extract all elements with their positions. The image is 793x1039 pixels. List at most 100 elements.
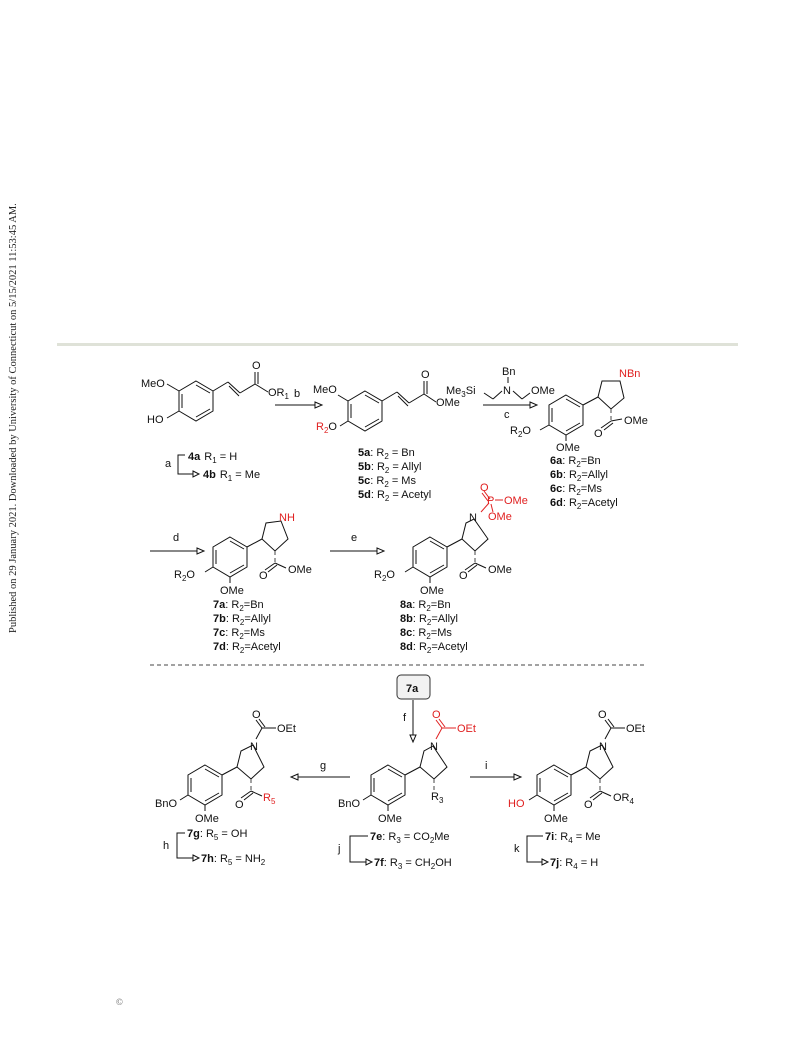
compound-4-structure: MeO HO O OR1	[141, 360, 290, 426]
nbn-label: NBn	[619, 368, 640, 380]
ester-o-label: O	[584, 799, 593, 811]
n-label: N	[503, 385, 511, 397]
carbamate-o-label: O	[598, 709, 607, 721]
r2o-label: R2O	[374, 569, 395, 583]
ester-o-label: O	[459, 570, 468, 582]
arrow-d-label: d	[173, 532, 179, 544]
arrow-k: k	[514, 835, 550, 866]
compound-6-structure: NBn R2O OMe O OMe	[510, 368, 648, 454]
bno-label: BnO	[155, 798, 177, 810]
p-ome1-label: OMe	[504, 495, 528, 507]
arrow-c-label: c	[504, 409, 510, 421]
header-rule	[57, 343, 738, 346]
arrow-i-label: i	[485, 760, 487, 772]
carbamate-oet-label: OEt	[277, 723, 296, 735]
r5-label: R5	[263, 792, 276, 806]
label-6a: 6a: R2=Bn	[550, 455, 601, 469]
label-8c: 8c: R2=Ms	[400, 627, 452, 641]
label-5c: 5c: R2 = Ms	[358, 475, 416, 489]
ester-o-label: O	[235, 799, 244, 811]
arrow-c: c	[483, 401, 539, 421]
arrow-g: g	[289, 760, 350, 781]
arrow-f: f	[403, 700, 417, 744]
label-6b: 6b: R2=Allyl	[550, 469, 608, 483]
arrow-e-label: e	[351, 532, 357, 544]
ome-label: OMe	[531, 385, 555, 397]
meo-label: MeO	[313, 384, 337, 396]
p-ome2-label: OMe	[488, 511, 512, 523]
arrow-f-label: f	[403, 712, 407, 724]
label-8d: 8d: R2=Acetyl	[400, 641, 468, 655]
carbamate-oet-label: OEt	[626, 723, 645, 735]
r2o-label: R2O	[174, 569, 195, 583]
n-label: N	[430, 741, 438, 753]
label-7a: 7a: R2=Bn	[213, 599, 264, 613]
compound-7-structure: NH R2O OMe O OMe	[174, 512, 312, 597]
n-label: N	[250, 741, 258, 753]
label-7g: 7g: R5 = OH	[187, 828, 247, 842]
label-8a: 8a: R2=Bn	[400, 599, 451, 613]
reagent-c: Bn N Me3Si OMe	[446, 366, 555, 400]
copyright-mark: ©	[116, 997, 123, 1007]
label-5d: 5d: R2 = Acetyl	[358, 489, 431, 503]
ester-ome-label: OMe	[488, 564, 512, 576]
nh-label: NH	[279, 512, 295, 524]
label-8b: 8b: R2=Allyl	[400, 613, 458, 627]
arrow-h: h	[163, 832, 201, 862]
arrow-i: i	[470, 760, 523, 781]
arrow-b-label: b	[294, 388, 300, 400]
arrow-a: a	[165, 454, 201, 478]
r2o-label: R2O	[316, 421, 337, 435]
p-label: P	[487, 495, 494, 507]
meo-label: MeO	[141, 378, 165, 390]
start-box-label: 7a	[406, 683, 419, 695]
ome-label: OMe	[436, 397, 460, 409]
compound-7i-structure: O OEt N HO OMe O OR4	[508, 709, 645, 825]
label-7f: 7f: R3 = CH2OH	[374, 857, 452, 871]
label-5a: 5a: R2 = Bn	[358, 447, 415, 461]
arrow-a-label: a	[165, 458, 172, 470]
compound-5-structure: MeO R2O O OMe	[313, 369, 460, 435]
arrow-d: d	[150, 532, 206, 555]
start-box-7a: 7a	[396, 674, 431, 700]
arrow-b: b	[275, 388, 324, 409]
label-7d: 7d: R2=Acetyl	[213, 641, 281, 655]
ester-ome-label: OMe	[288, 564, 312, 576]
compound-7g-structure: O OEt N BnO OMe O R5	[155, 709, 296, 825]
arrow-g-label: g	[320, 760, 326, 772]
compound-7e-structure: O OEt N BnO OMe R3	[338, 709, 476, 825]
or4-label: OR4	[613, 792, 635, 806]
carbonyl-o-label: O	[421, 369, 430, 381]
ester-ome-label: OMe	[624, 415, 648, 427]
label-6c: 6c: R2=Ms	[550, 483, 602, 497]
ring-ome-label: OMe	[556, 442, 580, 454]
tms-label: Me3Si	[446, 385, 476, 399]
p-oxo-label: O	[480, 482, 489, 494]
bn-label: Bn	[502, 366, 515, 378]
label-6d: 6d: R2=Acetyl	[550, 497, 618, 511]
arrow-j: j	[337, 835, 374, 866]
label-7j: 7j: R4 = H	[550, 857, 598, 871]
arrow-e: e	[330, 532, 386, 555]
label-7c: 7c: R2=Ms	[213, 627, 265, 641]
n-label: N	[599, 741, 607, 753]
carbamate-o-label: O	[252, 709, 261, 721]
carbonyl-o-label: O	[252, 360, 261, 372]
compound-8-structure: O P OMe OMe N R2O OMe O OMe	[374, 482, 528, 597]
label-7i: 7i: R4 = Me	[545, 831, 601, 845]
ring-ome-label: OMe	[420, 585, 444, 597]
r3-label: R3	[431, 791, 444, 805]
carbamate-oet-label: OEt	[457, 723, 476, 735]
arrow-k-label: k	[514, 843, 520, 855]
carbamate-o-label: O	[432, 709, 441, 721]
label-7b: 7b: R2=Allyl	[213, 613, 271, 627]
arrow-h-label: h	[163, 840, 169, 852]
label-5b: 5b: R2 = Allyl	[358, 461, 421, 475]
n-label: N	[469, 512, 477, 524]
ring-ome-label: OMe	[220, 585, 244, 597]
ho-label: HO	[147, 414, 164, 426]
r2o-label: R2O	[510, 425, 531, 439]
